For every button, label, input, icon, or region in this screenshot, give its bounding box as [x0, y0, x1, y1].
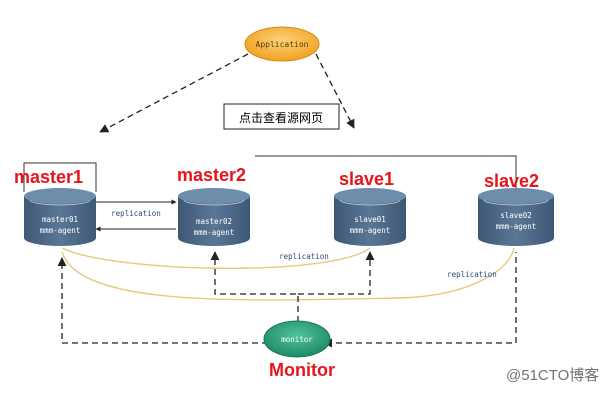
master01-agent: mmm-agent: [40, 226, 81, 235]
replication-label-slave1: replication: [279, 252, 329, 261]
monitor-to-slave2-link: [326, 252, 517, 344]
monitor-to-master2-link: [210, 251, 299, 322]
monitor-to-master1-link: [57, 257, 268, 344]
role-master2: master2: [177, 165, 246, 185]
slave02-db: slave02 mmm-agent: [478, 188, 554, 246]
master02-agent: mmm-agent: [194, 228, 235, 237]
role-master1: master1: [14, 167, 83, 187]
master01-db: master01 mmm-agent: [24, 188, 96, 246]
slave01-name: slave01: [354, 215, 386, 224]
master02-name: master02: [196, 217, 232, 226]
slave01-agent: mmm-agent: [350, 226, 391, 235]
master2-slave2-top-link: [255, 155, 517, 196]
replication-curve-slave1: [61, 247, 371, 269]
master1-top-frame: [23, 162, 97, 192]
slave02-name: slave02: [500, 211, 532, 220]
watermark: @51CTO博客: [506, 367, 599, 384]
replication-label-masters: replication: [111, 209, 161, 218]
monitor-node: monitor: [263, 320, 331, 358]
view-source-page-button[interactable]: 点击查看源网页: [223, 103, 340, 130]
role-monitor: Monitor: [269, 360, 335, 380]
master02-db: master02 mmm-agent: [178, 188, 250, 246]
role-slave1: slave1: [339, 169, 394, 189]
monitor-node-label: monitor: [281, 335, 313, 344]
app-to-slave1-arrow: [315, 53, 355, 129]
app-to-master1-arrow: [99, 53, 249, 133]
replication-label-slave2: replication: [447, 270, 497, 279]
monitor-to-slave1-link: [298, 251, 375, 295]
role-slave2: slave2: [484, 171, 539, 191]
slave02-agent: mmm-agent: [496, 222, 537, 231]
master01-name: master01: [42, 215, 78, 224]
replication-curve-slave2: [61, 247, 515, 301]
view-source-page-label: 点击查看源网页: [239, 111, 323, 125]
slave01-db: slave01 mmm-agent: [334, 188, 406, 246]
application-label: Application: [256, 40, 309, 49]
application-node: Application: [244, 26, 320, 62]
